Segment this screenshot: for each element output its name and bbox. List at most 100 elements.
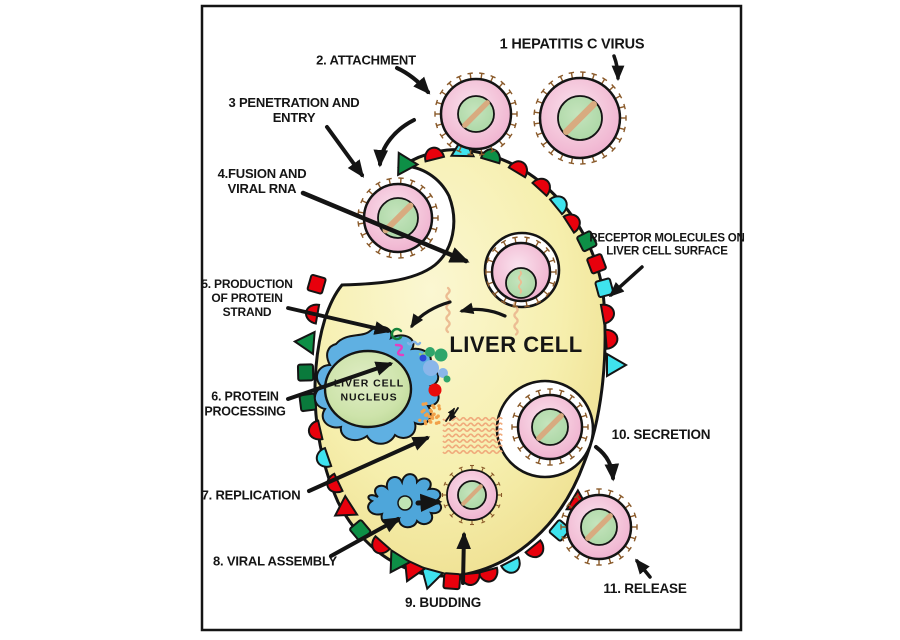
receptor-tri-green xyxy=(389,548,413,574)
virus-hepatitis-c xyxy=(533,71,627,165)
spike-cap xyxy=(558,461,565,465)
envelope-spike xyxy=(576,495,581,502)
receptor-sq-red xyxy=(442,572,462,591)
receptor-sq-green xyxy=(576,230,598,253)
spike-cap xyxy=(540,88,545,94)
spike-cap xyxy=(566,546,571,552)
spike-cap xyxy=(574,555,580,560)
spike-cap xyxy=(458,520,463,524)
envelope-spike xyxy=(559,390,563,397)
receptor-dome-cyan xyxy=(499,555,521,574)
spike-cap xyxy=(633,512,637,519)
envelope-spike xyxy=(609,85,614,91)
spike-cap xyxy=(500,80,506,86)
spike-cap xyxy=(366,242,372,248)
envelope-spike xyxy=(576,552,581,559)
envelope-spike xyxy=(629,536,636,540)
protein-cluster-dot xyxy=(430,416,435,420)
envelope-spike xyxy=(615,95,621,100)
envelope-spike xyxy=(586,557,590,564)
virus-secretion xyxy=(511,388,589,466)
label-step7: 7. REPLICATION xyxy=(201,487,301,503)
envelope-spike xyxy=(513,414,520,418)
arrow-step3 xyxy=(325,125,365,178)
spike-cap xyxy=(435,122,439,129)
spike-cap xyxy=(360,197,364,204)
spike-cap xyxy=(584,489,591,493)
envelope-spike xyxy=(619,105,625,109)
envelope-spike xyxy=(518,404,525,409)
spike-cap xyxy=(439,133,444,139)
label-step5: 5. PRODUCTION OF PROTEIN STRAND xyxy=(201,277,293,319)
protein-dot xyxy=(423,360,439,376)
spike-cap xyxy=(434,203,438,210)
protein-dot xyxy=(434,348,448,362)
spike-cap xyxy=(623,126,626,133)
envelope-spike xyxy=(460,467,463,472)
spike-cap xyxy=(568,71,575,74)
envelope-spike xyxy=(535,241,540,247)
envelope-spike xyxy=(505,132,511,137)
spike-cap xyxy=(456,149,462,154)
label-step10: 10. SECRETION xyxy=(611,427,711,443)
protein-cluster-dot xyxy=(431,404,435,408)
envelope-spike xyxy=(608,557,612,564)
replicated-rna-strands xyxy=(442,444,503,449)
spike-cap xyxy=(618,93,623,99)
receptor-tri-green xyxy=(397,151,420,177)
arrow-step11 xyxy=(635,558,652,579)
spike-cap xyxy=(479,153,485,156)
spike-cap xyxy=(561,512,565,519)
envelope-spike xyxy=(615,136,621,141)
spike-cap xyxy=(623,103,626,110)
spike-cap xyxy=(439,89,444,95)
envelope-spike xyxy=(436,101,443,105)
envelope-spike xyxy=(586,490,590,497)
spike-cap xyxy=(557,157,564,162)
envelope-spike xyxy=(559,154,564,160)
spike-cap xyxy=(535,132,539,138)
spike-cap xyxy=(497,481,501,486)
arrow-rna-to-nucleus xyxy=(410,300,452,329)
envelope-spike xyxy=(548,259,555,263)
receptor-dome-red xyxy=(524,538,545,559)
protein-cluster-dot xyxy=(437,407,442,411)
virus-attachment xyxy=(434,72,518,156)
receptor-dome-red xyxy=(562,213,581,235)
envelope-spike xyxy=(624,545,631,550)
spike-cap xyxy=(386,255,392,259)
envelope-spike xyxy=(418,186,424,192)
spike-cap xyxy=(618,555,624,560)
virus-entry xyxy=(485,236,557,308)
protein-cluster-dot xyxy=(437,420,441,425)
envelope-spike xyxy=(562,536,569,540)
protein-cluster-dot xyxy=(421,402,425,406)
spike-cap xyxy=(611,84,616,89)
envelope-spike xyxy=(481,518,484,523)
spike-cap xyxy=(540,142,545,148)
spike-cap xyxy=(517,446,522,452)
envelope-spike xyxy=(542,90,548,95)
envelope-spike xyxy=(536,100,543,104)
envelope-spike xyxy=(601,151,606,158)
receptor-dome-red xyxy=(507,160,528,179)
label-step4: 4.FUSION AND VIRAL RNA xyxy=(217,165,307,196)
envelope-spike xyxy=(608,490,612,497)
receptor-dome-red xyxy=(326,472,344,494)
protein-dot xyxy=(438,368,448,378)
envelope-spike xyxy=(619,127,625,131)
spike-cap xyxy=(409,253,416,257)
envelope-spike xyxy=(388,178,391,185)
spike-cap xyxy=(535,300,542,305)
spike-cap xyxy=(435,99,439,106)
envelope-spike xyxy=(358,211,365,214)
envelope-spike xyxy=(458,146,462,152)
capsid-rna-strand xyxy=(563,101,597,135)
spike-cap xyxy=(513,122,517,129)
receptor-tri-cyan xyxy=(606,352,628,378)
envelope-spike xyxy=(368,240,374,246)
protein-dot xyxy=(425,347,435,357)
envelope-spike xyxy=(559,76,564,82)
replicated-rna-strands xyxy=(442,422,503,427)
